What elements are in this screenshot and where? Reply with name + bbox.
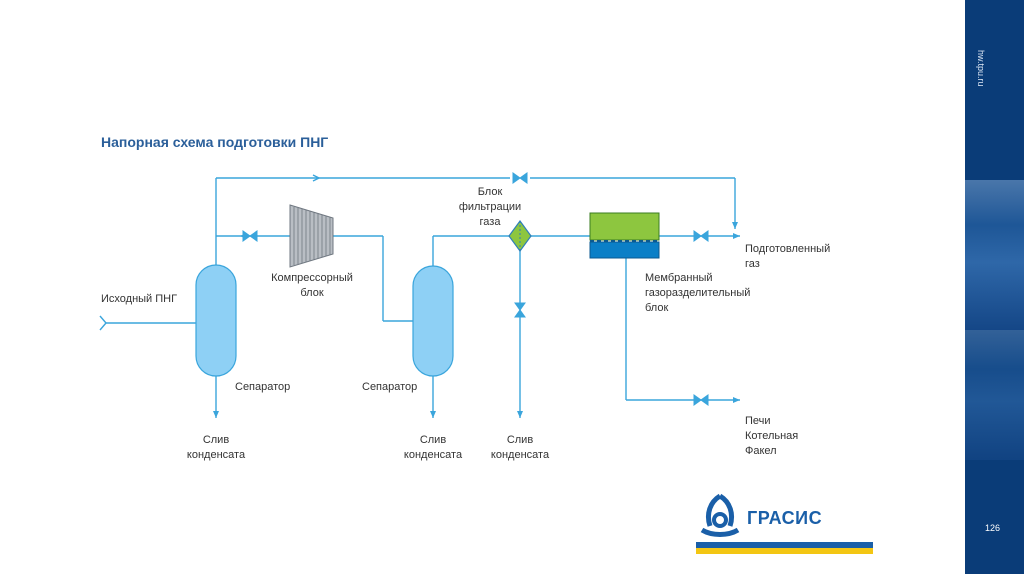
membrane-label: Мембранный газоразделительный блок (645, 271, 750, 316)
separator-1-label: Сепаратор (235, 381, 291, 393)
consumers-label: Печи Котельная Факел (745, 414, 798, 459)
panel-building-image (965, 180, 1024, 330)
filter-label-line: Блок (477, 186, 503, 198)
membrane-block (589, 212, 660, 259)
filter-label-line: газа (479, 216, 501, 228)
compressor-label-line: Компрессорный (271, 272, 353, 284)
membrane-label-line: газоразделительный (645, 287, 751, 299)
membrane-label-line: Мембранный (645, 272, 713, 284)
drain-3-label: Слив конденсата (470, 433, 570, 463)
separator-1-vessel (195, 264, 237, 377)
membrane-label-line: блок (645, 302, 669, 314)
consumers-label-line: Печи (745, 415, 771, 427)
logo-text: ГРАСИС (747, 508, 823, 528)
product-label: Подготовленный газ (745, 242, 830, 272)
page-title: Напорная схема подготовки ПНГ (101, 134, 329, 150)
separator-2-label: Сепаратор (362, 381, 418, 393)
flow-arrow-icon (312, 174, 321, 182)
valve-icon-filter-drain (514, 302, 526, 318)
input-label: Исходный ПНГ (101, 293, 178, 305)
valve-icon-product (693, 230, 709, 242)
separator-2-vessel (412, 265, 454, 377)
product-label-line: Подготовленный (745, 243, 831, 255)
drain-2-label: Слив конденсата (383, 433, 483, 463)
panel-building-image-lower (965, 330, 1024, 460)
drain-label-line: Слив (506, 434, 534, 446)
brand-stripe-yellow (696, 548, 873, 554)
grasis-logo-icon (700, 493, 740, 537)
product-label-line: газ (745, 258, 760, 270)
page-number: 126 (985, 523, 1001, 533)
consumers-label-line: Факел (745, 445, 777, 457)
drain-label-line: конденсата (490, 449, 550, 461)
filter-label-line: фильтрации (458, 201, 522, 213)
filter-block (508, 219, 532, 253)
valve-icon-compressor-inlet (242, 230, 258, 242)
compressor-label-line: блок (300, 287, 324, 299)
consumers-label-line: Котельная (745, 430, 799, 442)
drain-label-line: Слив (202, 434, 230, 446)
filter-label: Блок фильтрации газа (440, 185, 540, 230)
drain-label-line: конденсата (403, 449, 463, 461)
drain-label-line: Слив (419, 434, 447, 446)
drain-1-label: Слив конденсата (166, 433, 266, 463)
drain-label-line: конденсата (186, 449, 246, 461)
compressor-label: Компрессорный блок (262, 271, 362, 301)
valve-icon-permeate (693, 394, 709, 406)
compressor-block (289, 204, 334, 268)
valve-icon-bypass (512, 172, 528, 184)
brand-stripe-blue (696, 542, 873, 548)
right-decorative-panel (965, 0, 1024, 574)
input-chevron-icon (99, 315, 107, 331)
